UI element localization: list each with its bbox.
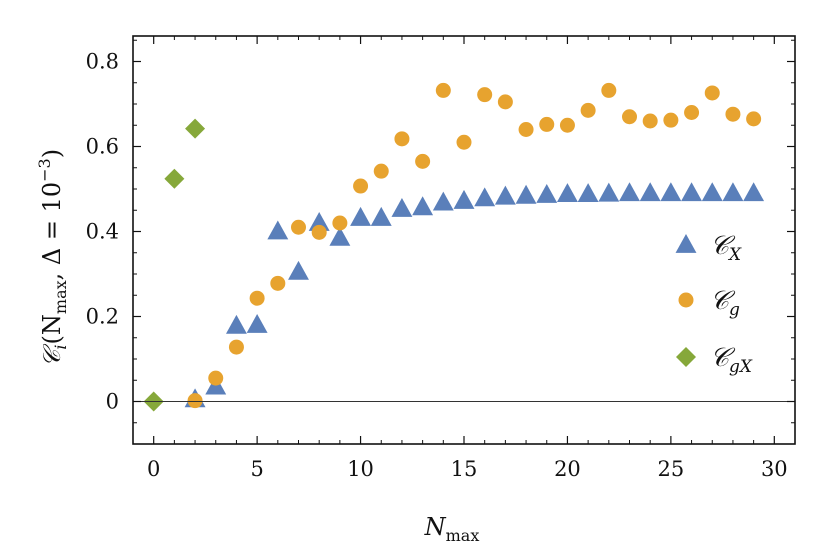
cg-point <box>580 102 596 118</box>
x-tick-label: 10 <box>347 457 374 481</box>
x-tick-label: 20 <box>554 457 581 481</box>
cx-point <box>246 314 268 333</box>
cx-point <box>556 183 578 203</box>
cg-point <box>291 219 306 235</box>
x-tick-label: 30 <box>761 457 788 481</box>
legend-label: 𝒞g <box>710 286 740 320</box>
cx-point <box>370 206 392 226</box>
cx-point <box>432 191 454 211</box>
cg-point <box>249 290 265 306</box>
cx-point <box>701 182 723 202</box>
cx-point <box>350 206 372 226</box>
cgx-point <box>185 118 206 139</box>
x-tick-label: 5 <box>250 457 263 481</box>
y-tick-label: 0.6 <box>86 135 119 159</box>
x-axis-title: Nmax <box>424 513 480 545</box>
cg-point <box>228 339 244 355</box>
cg-point <box>642 113 658 129</box>
cx-point <box>391 197 413 217</box>
plot-frame <box>132 35 796 445</box>
cg-point <box>704 85 720 101</box>
cx-point <box>743 182 765 202</box>
cx-point <box>577 183 599 203</box>
cg-point <box>477 87 493 103</box>
cx-point <box>329 226 351 246</box>
cg-point <box>415 153 431 169</box>
x-tick-label: 25 <box>658 457 685 481</box>
cg-point <box>663 112 679 128</box>
cx-point <box>536 183 558 203</box>
cx-point <box>598 182 620 202</box>
cgx-legend-marker <box>676 347 696 367</box>
cg-point <box>725 106 741 122</box>
cg-point <box>270 275 286 291</box>
cx-point <box>412 196 434 216</box>
cx-point <box>681 182 703 202</box>
cx-point <box>494 185 516 205</box>
cx-point <box>308 212 330 231</box>
cg-point <box>601 82 617 98</box>
cg-point <box>456 134 472 150</box>
cg-point <box>539 116 555 132</box>
cg-point <box>497 94 513 110</box>
cg-point <box>353 178 369 194</box>
y-tick-label: 0.2 <box>86 305 119 329</box>
cx-point <box>267 220 289 240</box>
cx-point <box>660 182 682 202</box>
axes: 0 5 10 15 20 25 30 0 0.2 0.4 0.6 0.8 <box>86 35 796 481</box>
cx-point <box>225 314 247 334</box>
cg-point <box>208 370 224 386</box>
cg-point <box>518 122 534 137</box>
cg-point <box>559 117 575 133</box>
cg-point <box>684 105 700 120</box>
cg-legend-marker <box>678 292 694 308</box>
cg-point <box>187 393 203 409</box>
cg-point <box>311 224 327 240</box>
x-tick-label: 0 <box>147 457 160 481</box>
cx-point <box>639 182 661 202</box>
y-tick-label: 0.4 <box>86 220 119 244</box>
cgx-point <box>164 168 185 189</box>
cx-point <box>453 189 475 209</box>
y-axis-title: 𝒞i(Nmax, Δ = 10−3) <box>35 149 70 367</box>
cx-legend-marker <box>675 234 697 253</box>
y-tick-label: 0 <box>106 390 119 414</box>
cg-point <box>622 109 637 125</box>
legend-label: 𝒞X <box>710 231 742 265</box>
cx-point <box>515 184 537 204</box>
cx-point <box>474 187 496 207</box>
data-marks <box>143 82 765 412</box>
cg-point <box>394 131 410 147</box>
cx-point <box>722 182 744 202</box>
x-tick-label: 15 <box>451 457 478 481</box>
cg-point <box>746 111 762 127</box>
cx-point <box>288 260 309 280</box>
legend-label: 𝒞gX <box>710 343 753 377</box>
cx-point <box>619 182 640 202</box>
cg-point <box>332 215 348 231</box>
cg-point <box>373 163 389 179</box>
y-tick-label: 0.8 <box>86 50 119 74</box>
cg-point <box>435 82 451 98</box>
